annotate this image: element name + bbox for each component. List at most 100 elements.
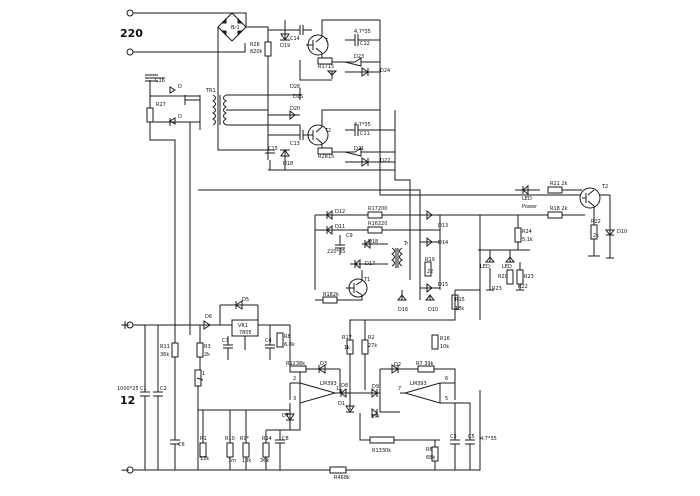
svg-text:R16: R16 [440,336,450,342]
svg-text:C11: C11 [360,131,370,137]
svg-text:D1: D1 [338,401,345,407]
svg-text:D15: D15 [438,282,448,288]
svg-text:C13: C13 [290,141,300,147]
svg-text:LM393: LM393 [320,381,337,387]
svg-text:R9*: R9* [240,436,250,442]
svg-text:C3: C3 [450,434,457,440]
svg-text:R26: R26 [250,42,260,48]
svg-text:1000*25 C1: 1000*25 C1 [117,386,147,392]
svg-text:R19: R19 [425,257,435,263]
svg-text:TR1: TR1 [205,88,216,94]
svg-text:R15: R15 [455,297,465,303]
svg-text:R16220: R16220 [368,221,387,227]
svg-text:1m: 1m [228,458,236,464]
svg-text:C2: C2 [160,386,167,392]
svg-text:7805: 7805 [239,330,252,336]
svg-text:36k: 36k [160,352,169,358]
svg-text:R21 2k: R21 2k [550,181,568,187]
svg-text:5,1k: 5,1k [522,237,533,243]
svg-text:1: 1 [202,371,205,377]
svg-text:C7: C7 [222,338,229,344]
svg-text:6: 6 [445,376,448,382]
svg-text:D5: D5 [242,297,249,303]
svg-text:6,8k: 6,8k [284,342,295,348]
svg-text:2: 2 [293,376,296,382]
svg-text:D2: D2 [394,362,401,368]
svg-text:VR1: VR1 [238,323,248,329]
svg-text:R22: R22 [591,219,601,225]
comparator-block: R1238k D3 LM393 2 3 1 D7 D8 D1 R17 1k R2… [282,320,497,470]
svg-text:D26: D26 [290,84,300,90]
svg-text:LM393: LM393 [410,381,427,387]
svg-text:T2: T2 [601,184,608,190]
svg-text:D13: D13 [438,223,448,229]
svg-text:D19: D19 [280,43,290,49]
svg-text:C15: C15 [268,146,278,152]
svg-text:D10: D10 [428,307,438,313]
bridge-label: Br1 [231,25,240,31]
svg-text:R27: R27 [156,102,166,108]
svg-text:R17: R17 [342,335,352,341]
svg-text:D14: D14 [438,240,448,246]
svg-text:220*35: 220*35 [327,249,345,255]
svg-text:R24: R24 [522,229,532,235]
svg-text:2k: 2k [593,233,599,239]
svg-text:LED: LED [502,264,512,270]
svg-text:R468k: R468k [334,475,350,481]
svg-text:R8: R8 [284,334,291,340]
svg-text:36k: 36k [260,458,269,464]
svg-text:R23: R23 [492,286,502,292]
svg-text:68k: 68k [426,455,435,461]
svg-text:D8: D8 [341,383,348,389]
svg-text:LED: LED [480,264,490,270]
svg-text:D11: D11 [335,224,345,230]
svg-text:12k: 12k [200,456,209,462]
ac-voltage-label: 220 [120,27,143,40]
svg-text:Power: Power [522,204,538,210]
svg-text:5: 5 [445,396,448,402]
regulator-block: D6 D5 VR1 7805 C7 C4 R8 6,8k R3 2k 1 R1 … [194,297,301,470]
svg-text:D3: D3 [320,361,327,367]
svg-text:R1238k: R1238k [286,361,305,367]
svg-text:D9: D9 [372,384,379,390]
svg-text:1: 1 [336,386,339,392]
upper-half-bridge: R26 820k D19 C14 T R1715 D26 4,7*35 C12 … [250,19,600,196]
svg-text:D22: D22 [380,158,390,164]
svg-text:C12: C12 [360,41,370,47]
svg-text:D12: D12 [335,209,345,215]
svg-text:18k: 18k [242,458,251,464]
svg-text:820k: 820k [250,49,263,55]
svg-text:D4: D4 [372,414,379,420]
svg-text:R11: R11 [160,344,170,350]
svg-text:R6: R6 [426,447,433,453]
indicator-block: LED Power R21 2k R18 2k T2 D10 R22 2k R2… [440,181,627,292]
bridge-rectifier: Br1 [217,12,269,160]
svg-text:3: 3 [293,396,296,402]
svg-text:4,7*35: 4,7*35 [354,29,371,35]
svg-text:D7: D7 [282,413,289,419]
minus-terminal-label: − [120,463,130,477]
svg-text:T1: T1 [363,277,370,283]
svg-text:D: D [178,114,182,120]
svg-text:C14: C14 [290,36,300,42]
svg-text:R17200: R17200 [368,206,387,212]
svg-text:R22: R22 [518,284,528,290]
svg-text:C16: C16 [155,78,165,84]
svg-text:4,7*35: 4,7*35 [480,436,497,442]
svg-text:D: D [178,84,182,90]
svg-text:R1330k: R1330k [372,448,391,454]
svg-text:C8: C8 [282,436,289,442]
svg-text:D18: D18 [368,239,378,245]
svg-text:D6: D6 [205,314,212,320]
svg-text:R7 39k: R7 39k [416,361,434,367]
dc-rails: + − 12 R468k 1000*25 C1 C2 R11 36k C6 [117,318,481,481]
svg-text:T2: T2 [324,128,331,134]
svg-text:D25: D25 [293,94,303,100]
svg-text:LED: LED [522,196,532,202]
svg-text:R14: R14 [262,436,272,442]
svg-text:D16: D16 [398,307,408,313]
svg-text:R2: R2 [368,335,375,341]
svg-text:D17: D17 [365,261,375,267]
svg-text:C6: C6 [178,442,185,448]
